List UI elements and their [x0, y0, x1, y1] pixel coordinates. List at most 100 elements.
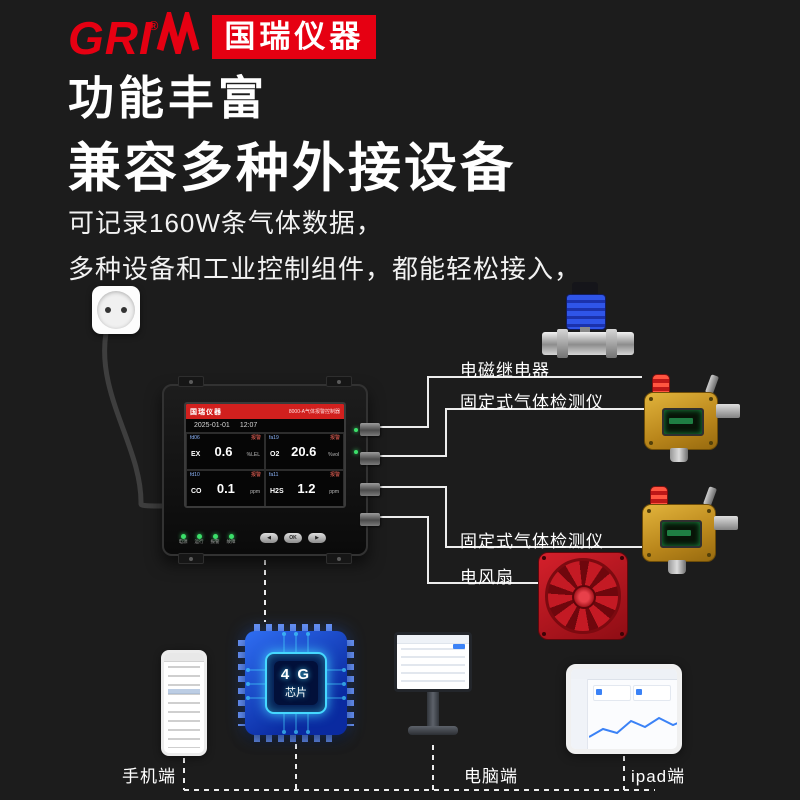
channel-gas: H2S [270, 488, 284, 495]
power-cable [102, 330, 167, 509]
led-run: 运行 [194, 534, 204, 545]
ok-button: OK [284, 533, 302, 543]
screen-datetime: 2025-01-01 12:07 [186, 419, 344, 433]
tablet-topbar [571, 669, 677, 680]
tablet-accent [596, 689, 602, 695]
chip-inner-frame: 4 G 芯片 [265, 652, 327, 714]
screw [620, 632, 624, 636]
screw [647, 509, 651, 513]
channel-unit: %LEL [246, 452, 260, 458]
mounting-ear [178, 553, 204, 564]
solenoid-relay-device [542, 282, 634, 364]
phone-label: 手机端 [122, 767, 176, 786]
plug-hole-right [121, 307, 127, 313]
channel-id: fd06 [190, 435, 200, 441]
screen-model: 8000-A气体报警控制器 [288, 409, 340, 415]
gas-alarm-controller: 国瑞仪器 8000-A气体报警控制器 2025-01-01 12:07 fd06… [162, 376, 380, 564]
detector1-label: 固定式气体检测仪 [460, 393, 604, 412]
pipe-fitting [714, 516, 738, 530]
sensor-head [670, 448, 688, 462]
led-dot [180, 534, 186, 539]
channel-status: 报警 [329, 472, 340, 478]
chip-label-cn: 芯片 [285, 687, 307, 699]
channel-grid: fd06 报警 EX 0.6 %LEL fa19 报警 O2 [186, 433, 344, 506]
detector-body [644, 392, 718, 450]
left-button: ◀ [260, 533, 278, 543]
channel-value: 1.2 [297, 481, 316, 496]
relay-label: 电磁继电器 [460, 361, 550, 380]
wall-plug [92, 286, 140, 334]
cable-gland-3 [360, 483, 380, 496]
channel-value: 0.1 [216, 481, 235, 496]
gri-logo: GRI® [68, 5, 202, 63]
screw [542, 556, 546, 560]
valve-body [542, 332, 634, 355]
mounting-ear [326, 553, 352, 564]
led-dot [196, 534, 202, 539]
channel-cell-3: fd10 报警 CO 0.1 ppm [186, 470, 265, 506]
screw [707, 553, 711, 557]
channel-unit: ppm [250, 489, 260, 495]
channel-status: 报警 [250, 472, 261, 478]
channel-cell-4: fa11 报警 H2S 1.2 ppm [265, 470, 344, 506]
sensor-head [668, 560, 686, 574]
screw [707, 509, 711, 513]
screen-time: 12:07 [239, 422, 258, 429]
tablet-card [593, 685, 631, 701]
screw [709, 397, 713, 401]
mounting-ear [326, 376, 352, 387]
detector-display [660, 520, 702, 548]
chip-circuit-traces [246, 632, 346, 734]
channel-status: 报警 [329, 435, 340, 441]
channel-gas: O2 [270, 451, 280, 458]
pc-label: 电脑端 [464, 767, 518, 786]
screw [649, 397, 653, 401]
monitor-base [408, 726, 458, 735]
tablet-chart [589, 716, 677, 738]
led-dot [228, 534, 234, 539]
plug-hole-left [105, 307, 111, 313]
phone-highlight-row [168, 689, 200, 694]
channel-id: fa11 [269, 472, 279, 478]
led-fault: 故障 [226, 534, 236, 545]
tablet-card [633, 685, 671, 701]
channel-value: 0.6 [214, 444, 233, 459]
channel-gas: CO [191, 488, 202, 495]
fan-label: 电风扇 [460, 568, 514, 587]
valve-nut [606, 329, 617, 358]
phone-list-rows [168, 666, 200, 748]
chip-pins [254, 734, 338, 742]
headline-1: 功能丰富 [68, 72, 268, 124]
pc-mockup [394, 632, 472, 744]
tablet-sidebar [571, 679, 588, 749]
registered-mark: ® [148, 17, 159, 33]
chip-pins [254, 624, 338, 632]
valve-stem [580, 327, 590, 333]
mounting-ear [178, 376, 204, 387]
chip-pins [346, 640, 354, 726]
monitor-table-rows [401, 648, 465, 686]
channel-id: fd10 [190, 472, 200, 478]
led-alarm: 报警 [210, 534, 220, 545]
screw [620, 556, 624, 560]
channel-unit: ppm [329, 489, 339, 495]
screen-brand: 国瑞仪器 [190, 408, 222, 416]
channel-value: 20.6 [291, 444, 317, 459]
screw [542, 632, 546, 636]
tablet-accent [636, 689, 642, 695]
right-button: ▶ [308, 533, 326, 543]
ipad-mockup [566, 664, 682, 754]
chip-label-4g: 4 G [280, 666, 312, 683]
detector2-label: 固定式气体检测仪 [460, 532, 604, 551]
monitor-accent-button [453, 644, 465, 649]
channel-status: 报警 [250, 435, 261, 441]
valve-nut [557, 329, 568, 358]
phone-mockup [161, 650, 207, 756]
status-led-row: 电源 运行 报警 故障 [178, 534, 236, 545]
fan-hub [572, 585, 596, 609]
headline-2: 兼容多种外接设备 [68, 139, 516, 198]
led-power: 电源 [178, 534, 188, 545]
device-buttons: ◀ OK ▶ [260, 533, 326, 543]
gas-detector-2 [642, 486, 738, 578]
phone-statusbar [164, 653, 204, 662]
